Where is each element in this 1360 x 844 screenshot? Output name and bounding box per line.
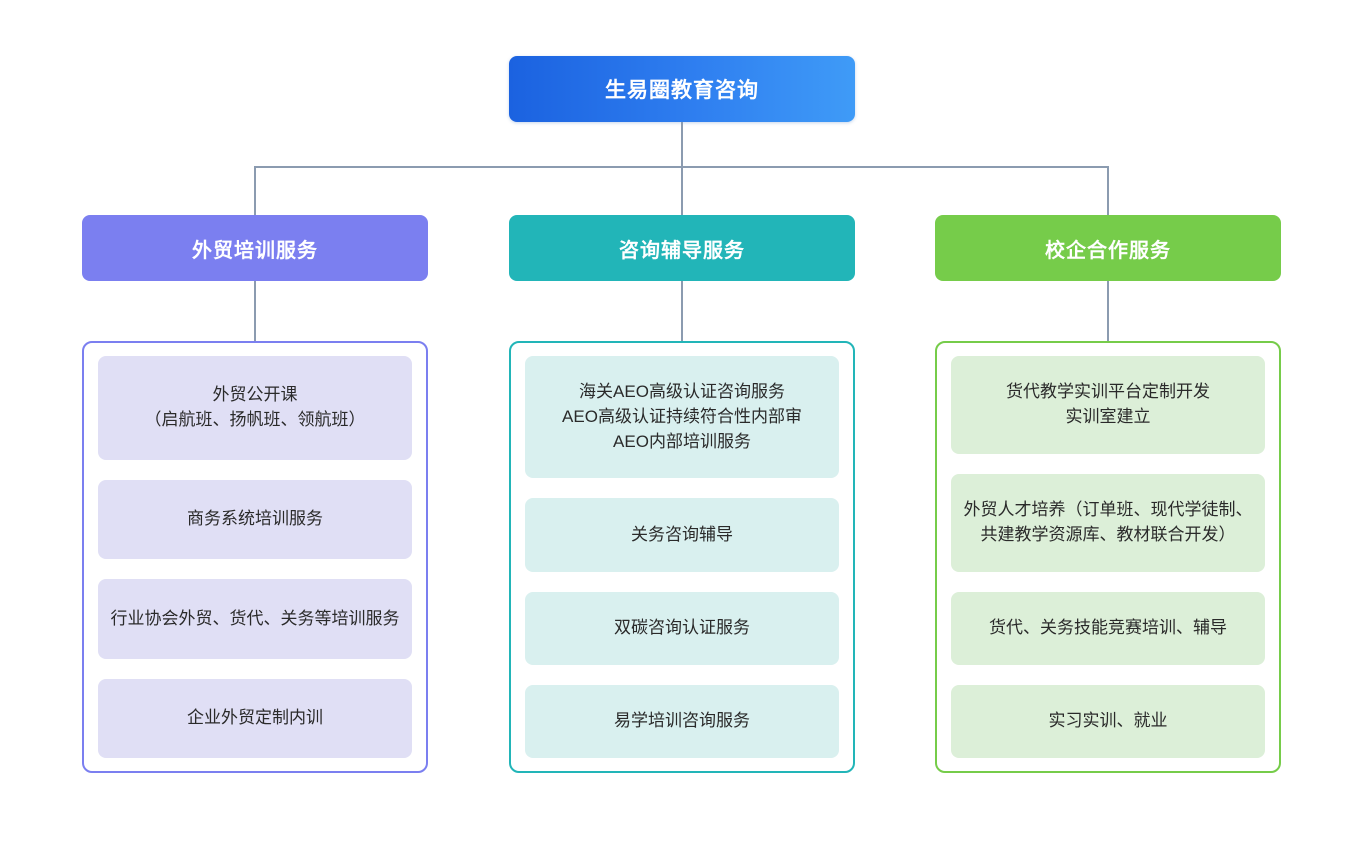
items-container-zixun-fudao: 海关AEO高级认证咨询服务 AEO高级认证持续符合性内部审 AEO内部培训服务 … [509, 341, 855, 773]
item-card[interactable]: 外贸公开课 （启航班、扬帆班、领航班） [98, 356, 412, 460]
item-card[interactable]: 关务咨询辅导 [525, 498, 839, 572]
item-card[interactable]: 实习实训、就业 [951, 684, 1265, 759]
item-card[interactable]: 易学培训咨询服务 [525, 684, 839, 759]
connector-root-stem [681, 122, 683, 167]
category-header-waimao-peixun[interactable]: 外贸培训服务 [82, 215, 428, 281]
connector-drop-right [1107, 166, 1109, 215]
connector-middle-header-to-items [681, 281, 683, 341]
category-header-label: 外贸培训服务 [192, 239, 318, 262]
item-card[interactable]: 企业外贸定制内训 [98, 678, 412, 759]
connector-drop-middle [681, 166, 683, 215]
connector-left-header-to-items [254, 281, 256, 341]
category-header-xiaoqi-hezuo[interactable]: 校企合作服务 [935, 215, 1281, 281]
item-card[interactable]: 海关AEO高级认证咨询服务 AEO高级认证持续符合性内部审 AEO内部培训服务 [525, 356, 839, 479]
item-card[interactable]: 货代、关务技能竞赛培训、辅导 [951, 591, 1265, 665]
column-zixun-fudao: 咨询辅导服务 海关AEO高级认证咨询服务 AEO高级认证持续符合性内部审 AEO… [509, 215, 855, 773]
item-card[interactable]: 行业协会外贸、货代、关务等培训服务 [98, 579, 412, 659]
items-container-xiaoqi-hezuo: 货代教学实训平台定制开发 实训室建立 外贸人才培养（订单班、现代学徒制、共建教学… [935, 341, 1281, 773]
column-waimao-peixun: 外贸培训服务 外贸公开课 （启航班、扬帆班、领航班） 商务系统培训服务 行业协会… [82, 215, 428, 773]
connector-right-header-to-items [1107, 281, 1109, 341]
items-container-waimao-peixun: 外贸公开课 （启航班、扬帆班、领航班） 商务系统培训服务 行业协会外贸、货代、关… [82, 341, 428, 773]
connector-drop-left [254, 166, 256, 215]
category-header-label: 咨询辅导服务 [619, 239, 745, 262]
category-header-zixun-fudao[interactable]: 咨询辅导服务 [509, 215, 855, 281]
item-card[interactable]: 货代教学实训平台定制开发 实训室建立 [951, 356, 1265, 454]
item-card[interactable]: 商务系统培训服务 [98, 479, 412, 560]
column-xiaoqi-hezuo: 校企合作服务 货代教学实训平台定制开发 实训室建立 外贸人才培养（订单班、现代学… [935, 215, 1281, 773]
item-card[interactable]: 外贸人才培养（订单班、现代学徒制、共建教学资源库、教材联合开发） [951, 473, 1265, 572]
category-header-label: 校企合作服务 [1045, 239, 1171, 262]
root-node-label: 生易圈教育咨询 [605, 79, 759, 102]
item-card[interactable]: 双碳咨询认证服务 [525, 591, 839, 665]
root-node[interactable]: 生易圈教育咨询 [509, 56, 855, 122]
